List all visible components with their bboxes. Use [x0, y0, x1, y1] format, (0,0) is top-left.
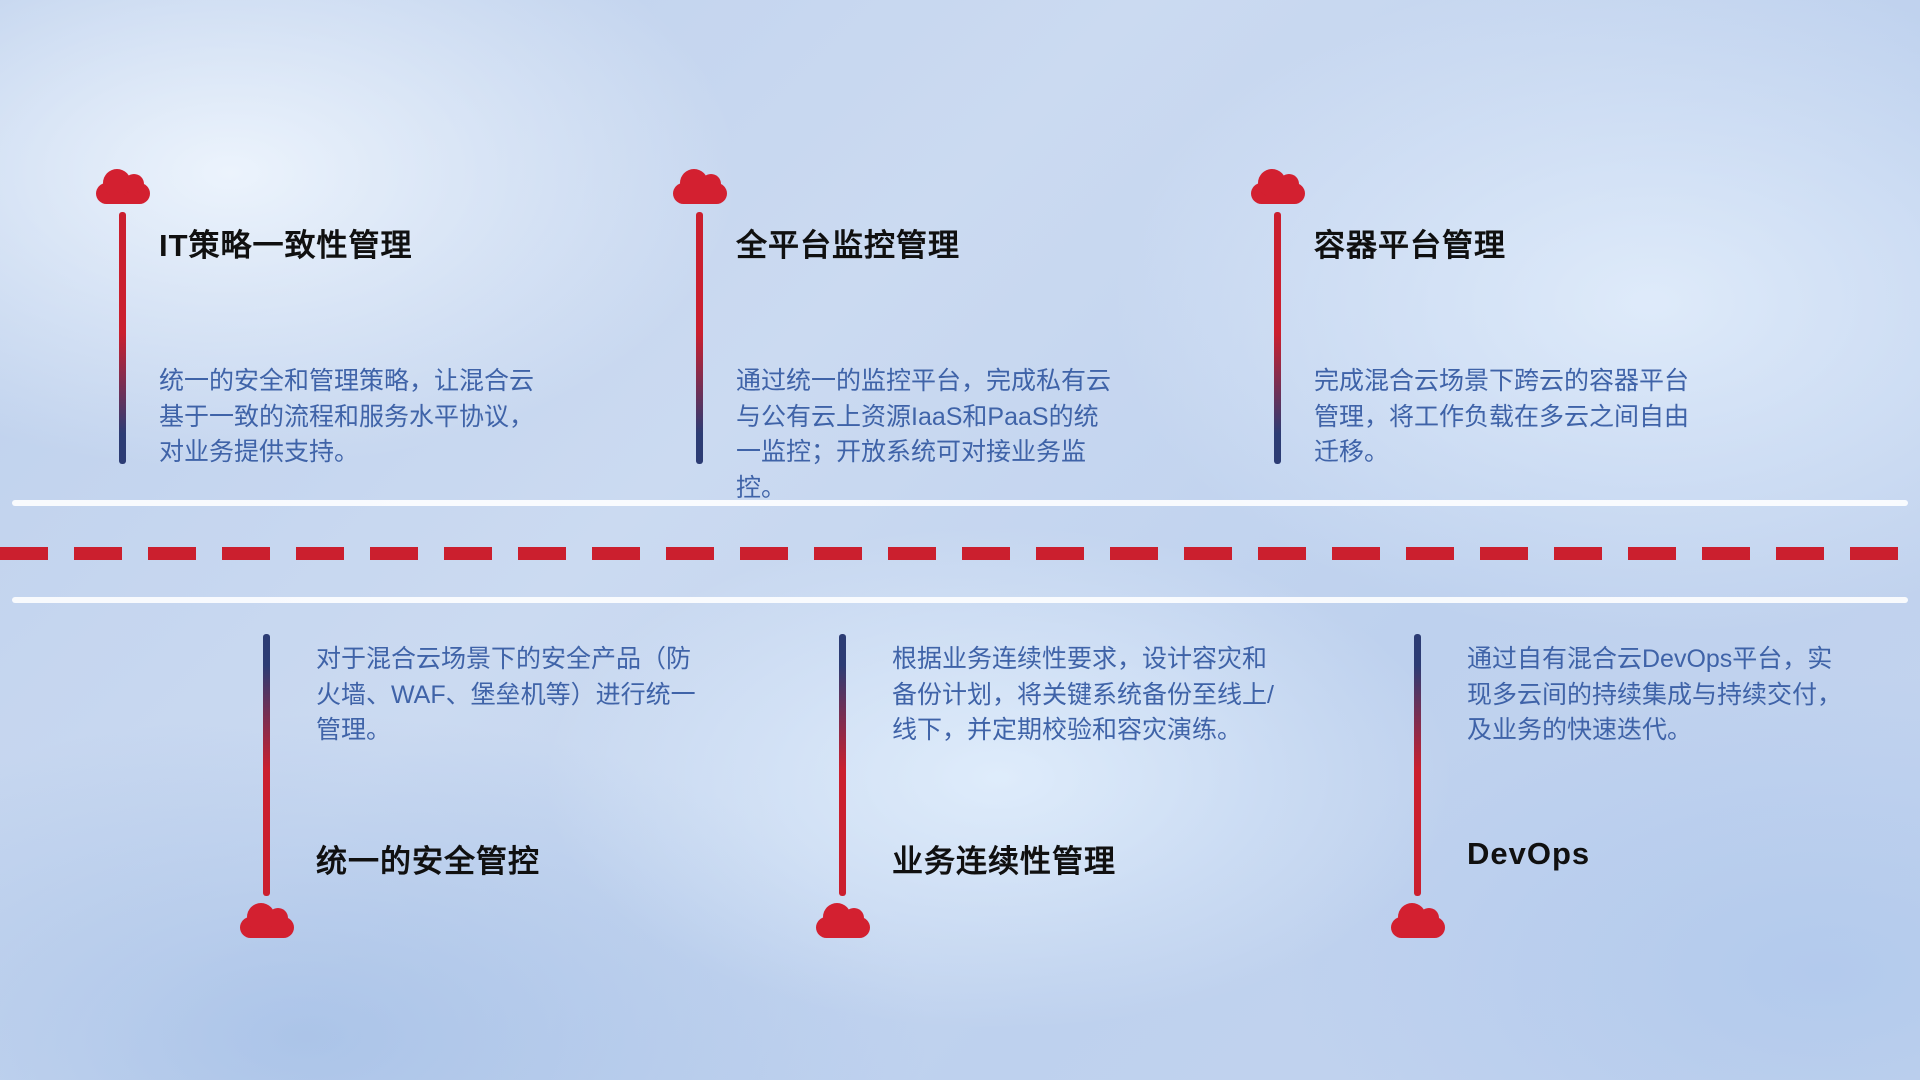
- road-dashed-centerline: [0, 547, 1920, 560]
- connector-line: [1274, 212, 1281, 464]
- connector-line: [1414, 634, 1421, 896]
- connector-line: [839, 634, 846, 896]
- feature-description: 通过自有混合云DevOps平台，实现多云间的持续集成与持续交付，及业务的快速迭代…: [1467, 645, 1843, 744]
- cloud-icon: [672, 168, 728, 208]
- feature-description: 对于混合云场景下的安全产品（防火墙、WAF、堡垒机等）进行统一管理。: [316, 645, 696, 744]
- feature-description: 统一的安全和管理策略，让混合云基于一致的流程和服务水平协议，对业务提供支持。: [159, 367, 535, 466]
- feature-description: 完成混合云场景下跨云的容器平台管理，将工作负载在多云之间自由迁移。: [1314, 367, 1690, 466]
- cloud-icon: [815, 902, 871, 942]
- feature-title: 容器平台管理: [1314, 228, 1506, 263]
- feature-title: DevOps: [1467, 836, 1591, 871]
- feature-title: 业务连续性管理: [892, 844, 1116, 879]
- feature-description: 根据业务连续性要求，设计容灾和备份计划，将关键系统备份至线上/线下，并定期校验和…: [892, 645, 1274, 744]
- feature-title: 全平台监控管理: [736, 228, 960, 263]
- cloud-icon: [239, 902, 295, 942]
- cloud-icon: [95, 168, 151, 208]
- cloud-icon: [1250, 168, 1306, 208]
- feature-title: IT策略一致性管理: [159, 228, 413, 263]
- connector-line: [119, 212, 126, 464]
- feature-description: 通过统一的监控平台，完成私有云与公有云上资源IaaS和PaaS的统一监控；开放系…: [736, 367, 1112, 502]
- cloud-icon: [1390, 902, 1446, 942]
- road-upper-line: [12, 500, 1908, 506]
- connector-line: [263, 634, 270, 896]
- feature-title: 统一的安全管控: [316, 844, 540, 879]
- connector-line: [696, 212, 703, 464]
- road-lower-line: [12, 597, 1908, 603]
